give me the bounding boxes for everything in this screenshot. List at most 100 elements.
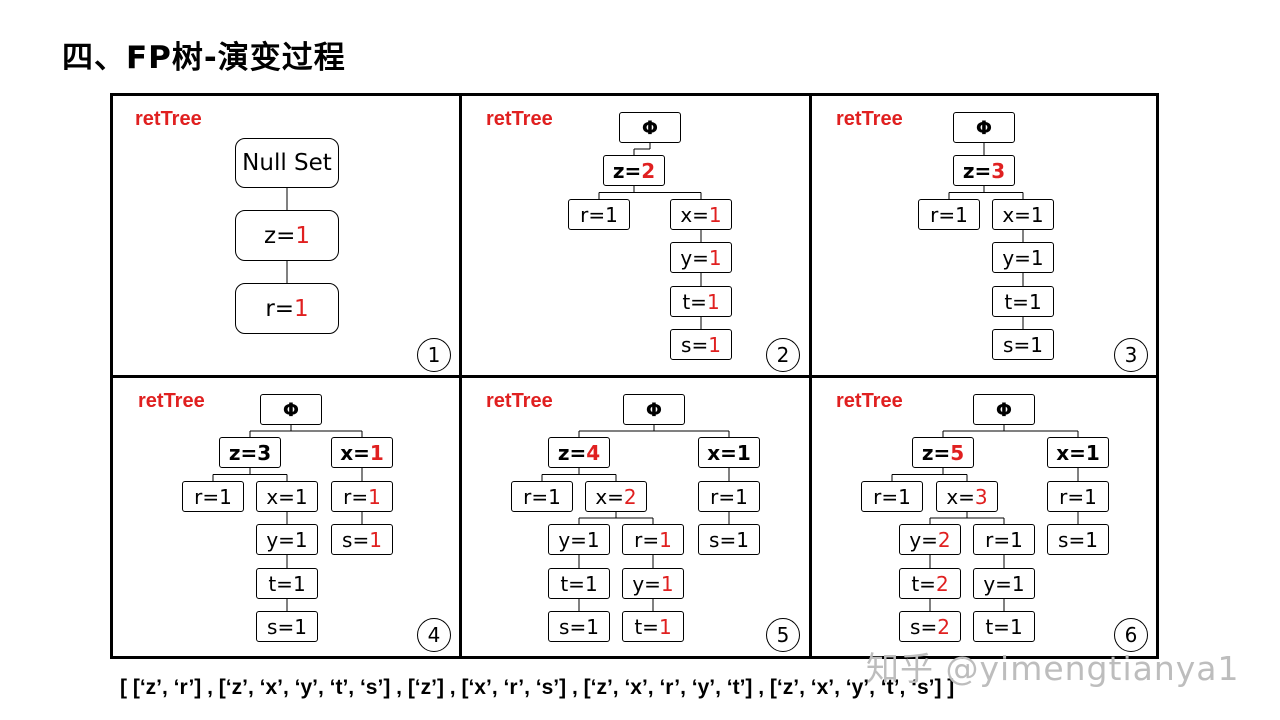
node-count: 1 bbox=[1011, 571, 1025, 596]
tree-node-y: y=1 bbox=[622, 568, 684, 599]
node-count: 2 bbox=[935, 571, 949, 596]
rettree-label: retTree bbox=[135, 108, 202, 130]
node-key: x= bbox=[1056, 440, 1086, 465]
node-count: 1 bbox=[295, 222, 310, 249]
tree-root-node: Φ bbox=[623, 394, 685, 425]
step-number-badge: 2 bbox=[766, 338, 800, 372]
node-count: 3 bbox=[991, 158, 1006, 183]
tree-node-r: r=1 bbox=[235, 283, 339, 334]
tree-node-r: r=1 bbox=[622, 524, 684, 555]
node-key: s= bbox=[910, 614, 938, 639]
node-key: y= bbox=[983, 571, 1012, 596]
node-count: 1 bbox=[708, 202, 722, 227]
node-key: z= bbox=[921, 440, 951, 465]
tree-node-y: y=1 bbox=[670, 242, 732, 273]
tree-node-z: z=5 bbox=[912, 437, 974, 468]
node-key: t= bbox=[1004, 289, 1029, 314]
tree-node-x: x=1 bbox=[331, 437, 393, 468]
tree-node-s: s=1 bbox=[331, 524, 393, 555]
step-number-badge: 4 bbox=[417, 618, 451, 652]
node-key: r= bbox=[265, 295, 295, 322]
node-key: z= bbox=[962, 158, 992, 183]
node-key: z= bbox=[557, 440, 587, 465]
node-count: 1 bbox=[605, 202, 618, 227]
node-key: t= bbox=[911, 571, 936, 596]
node-key: r= bbox=[930, 202, 956, 227]
tree-node-r: r=1 bbox=[918, 199, 980, 230]
node-key: z= bbox=[264, 222, 296, 249]
node-count: 1 bbox=[706, 289, 720, 314]
node-count: 1 bbox=[294, 527, 308, 552]
step-number-badge: 5 bbox=[766, 618, 800, 652]
node-key: s= bbox=[709, 527, 737, 552]
node-key: r= bbox=[985, 527, 1011, 552]
tree-node-z: z=2 bbox=[603, 155, 665, 186]
watermark: 知乎 @yimengtianya1 bbox=[866, 649, 1240, 688]
tree-node-x: x=1 bbox=[698, 437, 760, 468]
node-key: z= bbox=[612, 158, 642, 183]
node-count: 1 bbox=[369, 440, 384, 465]
node-key: x= bbox=[266, 484, 295, 509]
node-key: x= bbox=[340, 440, 370, 465]
node-count: 4 bbox=[586, 440, 601, 465]
node-key: s= bbox=[1058, 527, 1086, 552]
tree-root-node: Φ bbox=[953, 112, 1015, 143]
tree-root-node: Null Set bbox=[235, 138, 339, 188]
step-number-badge: 6 bbox=[1114, 618, 1148, 652]
node-count: 1 bbox=[294, 295, 309, 322]
node-count: 2 bbox=[937, 527, 951, 552]
tree-node-y: y=1 bbox=[256, 524, 318, 555]
tree-edges bbox=[891, 425, 1079, 611]
tree-node-x: x=1 bbox=[1047, 437, 1109, 468]
node-count: 1 bbox=[1030, 202, 1044, 227]
node-key: r= bbox=[580, 202, 606, 227]
node-count: 1 bbox=[708, 332, 721, 357]
node-key: y= bbox=[680, 245, 709, 270]
rettree-label: retTree bbox=[836, 108, 903, 130]
tree-node-s: s=1 bbox=[256, 611, 318, 642]
node-count: 1 bbox=[548, 484, 561, 509]
tree-node-r: r=1 bbox=[698, 481, 760, 512]
node-count: 1 bbox=[294, 614, 307, 639]
step-number-badge: 3 bbox=[1114, 338, 1148, 372]
node-key: x= bbox=[595, 484, 624, 509]
node-count: 1 bbox=[369, 527, 382, 552]
slide-title: 四、FP树-演变过程 bbox=[62, 40, 346, 76]
node-count: 2 bbox=[937, 614, 950, 639]
tree-node-t: t=1 bbox=[548, 568, 610, 599]
node-key: x= bbox=[1002, 202, 1031, 227]
node-count: 1 bbox=[368, 484, 381, 509]
node-count: 1 bbox=[658, 614, 672, 639]
node-key: s= bbox=[267, 614, 295, 639]
node-count: 1 bbox=[660, 571, 674, 596]
tree-node-s: s=1 bbox=[548, 611, 610, 642]
rettree-label: retTree bbox=[138, 390, 205, 412]
node-count: 2 bbox=[623, 484, 637, 509]
tree-node-s: s=1 bbox=[670, 329, 732, 360]
node-key: r= bbox=[710, 484, 736, 509]
rettree-label: retTree bbox=[486, 108, 553, 130]
node-key: y= bbox=[266, 527, 295, 552]
node-key: t= bbox=[634, 614, 659, 639]
tree-node-y: y=1 bbox=[548, 524, 610, 555]
tree-node-x: x=3 bbox=[936, 481, 998, 512]
tree-node-y: y=1 bbox=[992, 242, 1054, 273]
node-key: x= bbox=[707, 440, 737, 465]
node-count: 5 bbox=[950, 440, 965, 465]
node-key: r= bbox=[873, 484, 899, 509]
tree-node-r: r=1 bbox=[331, 481, 393, 512]
tree-node-z: z=3 bbox=[953, 155, 1015, 186]
tree-node-z: z=1 bbox=[235, 210, 339, 261]
node-key: s= bbox=[681, 332, 709, 357]
tree-node-t: t=1 bbox=[670, 286, 732, 317]
tree-node-r: r=1 bbox=[1047, 481, 1109, 512]
tree-edges bbox=[598, 143, 702, 329]
node-key: r= bbox=[343, 484, 369, 509]
node-count: 1 bbox=[1084, 484, 1097, 509]
tree-node-r: r=1 bbox=[568, 199, 630, 230]
node-key: r= bbox=[634, 527, 660, 552]
